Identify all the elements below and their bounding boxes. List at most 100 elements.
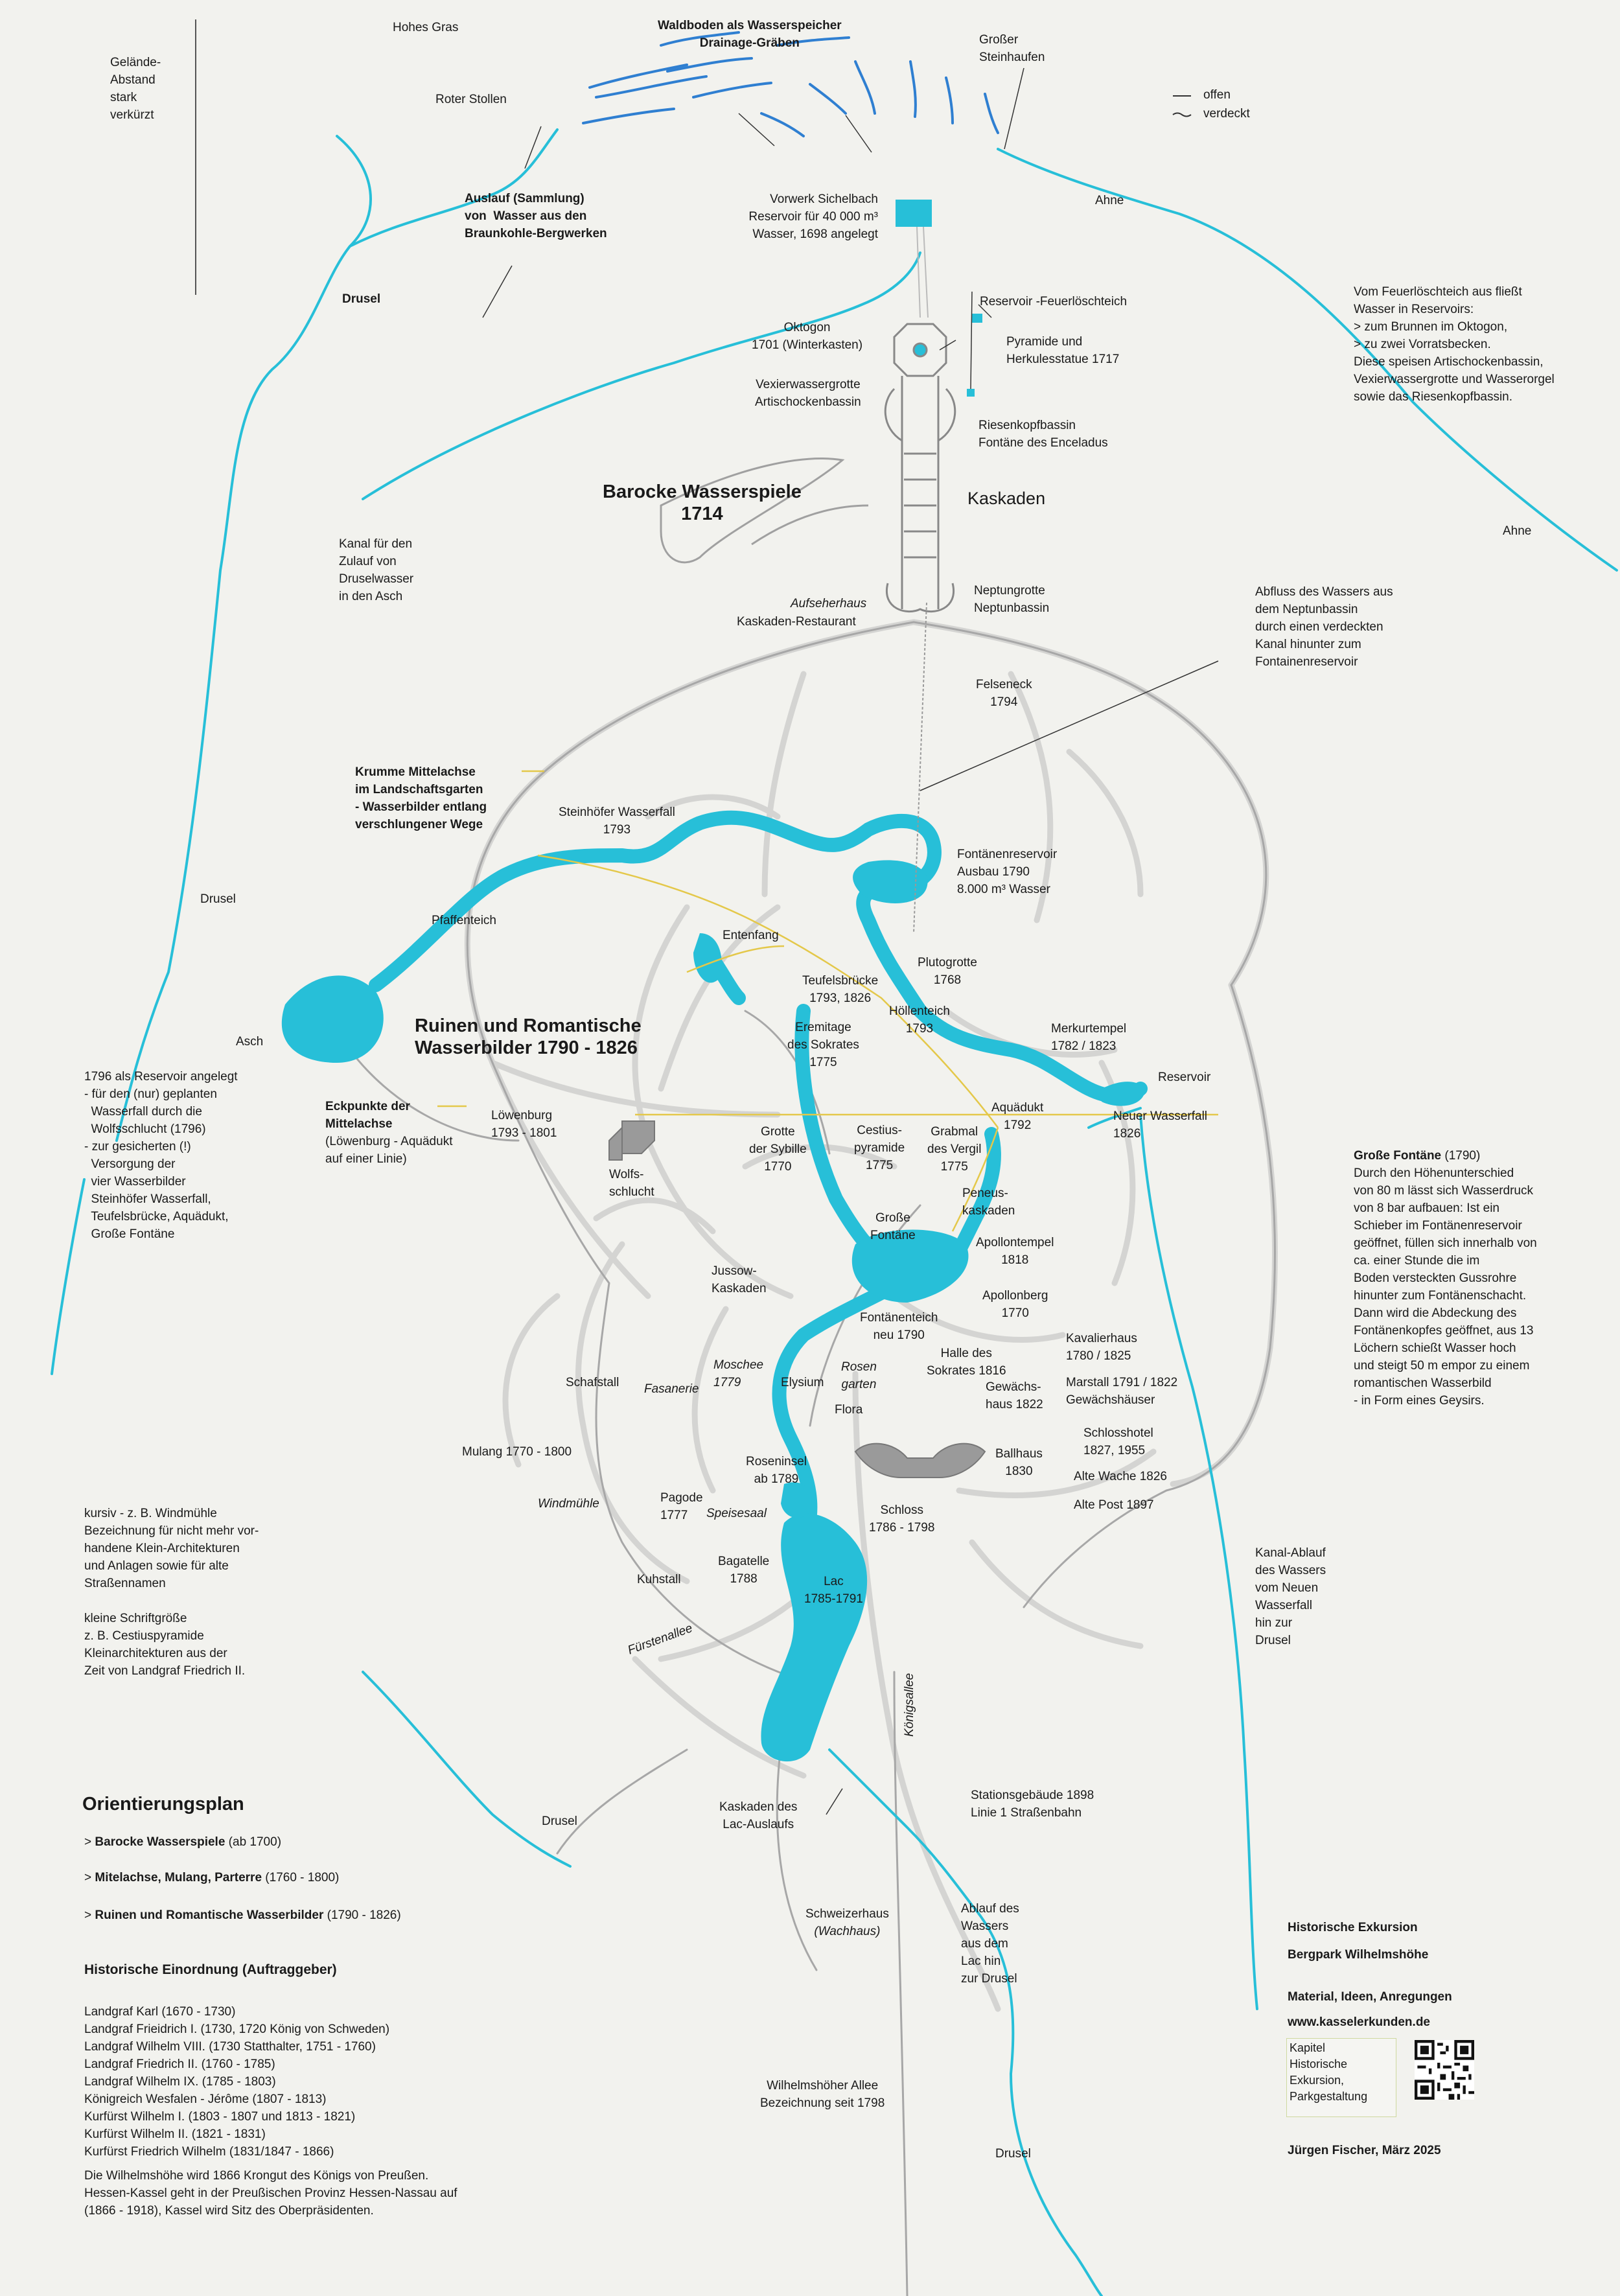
label-drusel-1: Drusel bbox=[342, 292, 381, 306]
legend-offen-label: offen bbox=[1203, 88, 1231, 102]
label-roseninsel: Roseninsel ab 1789 bbox=[746, 1455, 807, 1486]
label-feuerloesch: Reservoir -Feuerlöschteich bbox=[980, 295, 1128, 308]
label-gewaechshaus: Gewächs- haus 1822 bbox=[986, 1380, 1043, 1411]
label-schloss: Schloss 1786 - 1798 bbox=[869, 1503, 935, 1535]
note-feuerloeschteich: Vom Feuerlöschteich aus fließt Wasser in… bbox=[1354, 285, 1555, 404]
label-pyramide: Pyramide und Herkulesstatue 1717 bbox=[1006, 335, 1120, 366]
hist-line: Kurfürst Wilhelm I. (1803 - 1807 und 181… bbox=[84, 2110, 356, 2124]
note-fontaene-title: Große Fontäne bbox=[1354, 1149, 1442, 1163]
riesenkopf-bassin bbox=[967, 389, 975, 397]
legend-hist-title: Historische Einordnung (Auftraggeber) bbox=[84, 1962, 337, 1977]
label-drusel-3: Drusel bbox=[542, 1815, 577, 1828]
legend-item-2-bold: Mitelachse, Mulang, Parterre bbox=[95, 1871, 262, 1884]
label-fasanerie: Fasanerie bbox=[644, 1382, 699, 1396]
legend-item-2-rest: (1760 - 1800) bbox=[262, 1871, 340, 1884]
hist-line: Landgraf Karl (1670 - 1730) bbox=[84, 2005, 236, 2019]
buildings bbox=[608, 1120, 986, 1478]
schloss-shape bbox=[854, 1443, 986, 1478]
drainage-strokes bbox=[582, 31, 999, 137]
path-outline bbox=[349, 621, 1276, 2296]
label-schafstall: Schafstall bbox=[566, 1376, 619, 1389]
label-wilhelmshoeher-allee: Wilhelmshöher Allee Bezeichnung seit 179… bbox=[760, 2079, 885, 2110]
label-grosse-fontaene: Große Fontäne bbox=[870, 1211, 916, 1242]
label-eckpunkte-detail: (Löwenburg - Aquädukt auf einer Linie) bbox=[325, 1135, 453, 1166]
credit-line3: Material, Ideen, Anregungen bbox=[1288, 1990, 1452, 2004]
fontaenenteich bbox=[851, 1229, 969, 1303]
label-kavalierhaus: Kavalierhaus 1780 / 1825 bbox=[1066, 1332, 1137, 1363]
label-apollontempel: Apollontempel 1818 bbox=[976, 1236, 1054, 1267]
label-flora: Flora bbox=[835, 1403, 863, 1417]
entenfang-pond bbox=[693, 933, 722, 983]
label-wachhaus: (Wachhaus) bbox=[814, 1925, 881, 1938]
label-alte-wache: Alte Wache 1826 bbox=[1074, 1470, 1167, 1483]
label-waldboden-line2: Drainage-Gräben bbox=[699, 36, 800, 50]
label-cestius: Cestius- pyramide 1775 bbox=[854, 1124, 905, 1172]
legend-item-3-rest: (1790 - 1826) bbox=[323, 1908, 401, 1922]
label-merkurtempel: Merkurtempel 1782 / 1823 bbox=[1051, 1022, 1127, 1053]
label-roter-stollen: Roter Stollen bbox=[435, 93, 507, 106]
credit-line1: Historische Exkursion bbox=[1288, 1921, 1418, 1934]
legend-footer: Die Wilhelmshöhe wird 1866 Krongut des K… bbox=[84, 2169, 457, 2218]
label-koenigsallee: Königsallee bbox=[903, 1673, 916, 1737]
fontaenenreservoir bbox=[853, 860, 928, 903]
label-halle-sokrates: Halle des Sokrates 1816 bbox=[927, 1347, 1006, 1378]
label-gelaende: Gelände- Abstand stark verkürzt bbox=[110, 56, 161, 122]
label-waldboden: Waldboden als Wasserspeicher Drainage-Gr… bbox=[658, 17, 842, 52]
label-schweizerhaus-name: Schweizerhaus bbox=[805, 1907, 889, 1921]
label-kanal-ablauf: Kanal-Ablauf des Wassers vom Neuen Wasse… bbox=[1255, 1546, 1326, 1647]
note-fontaene-body: Durch den Höhenunterschied von 80 m läss… bbox=[1354, 1166, 1537, 1408]
label-rosengarten: Rosen garten bbox=[841, 1360, 877, 1391]
label-moschee: Moschee 1779 bbox=[713, 1358, 764, 1389]
axis-lines bbox=[437, 770, 1218, 1232]
label-fontaenenteich: Fontänenteich neu 1790 bbox=[860, 1311, 938, 1342]
credit-line2: Bergpark Wilhelmshöhe bbox=[1288, 1948, 1429, 1962]
stream-drusel-left bbox=[51, 1178, 86, 1375]
asch-pond bbox=[281, 975, 384, 1063]
label-wolfsschlucht: Wolfs- schlucht bbox=[609, 1168, 654, 1199]
lac-lake bbox=[761, 1513, 868, 1762]
chapter-box: Kapitel Historische Exkursion, Parkgesta… bbox=[1286, 2038, 1396, 2117]
label-vorwerk: Vorwerk Sichelbach Reservoir für 40 000 … bbox=[748, 192, 878, 241]
label-ahne-2: Ahne bbox=[1503, 524, 1532, 538]
note-fontaene-year: (1790) bbox=[1441, 1149, 1481, 1163]
credit-website-link[interactable]: www.kasselerkunden.de bbox=[1288, 2015, 1430, 2029]
hist-line: Landgraf Wilhelm IX. (1785 - 1803) bbox=[84, 2075, 276, 2089]
label-loewenburg: Löwenburg 1793 - 1801 bbox=[491, 1109, 557, 1140]
legend-title: Orientierungsplan bbox=[82, 1794, 244, 1815]
label-pagode: Pagode 1777 bbox=[660, 1491, 703, 1522]
legend-item-1-rest: (ab 1700) bbox=[225, 1835, 282, 1849]
hist-line: Landgraf Wilhelm VIII. (1730 Statthalter… bbox=[84, 2040, 376, 2054]
note-reservoir-1796: 1796 als Reservoir angelegt - für den (n… bbox=[84, 1070, 238, 1241]
label-elysium: Elysium bbox=[781, 1376, 824, 1389]
label-reservoir-right: Reservoir bbox=[1158, 1071, 1211, 1084]
vorwerk-reservoir bbox=[896, 200, 932, 227]
label-ballhaus: Ballhaus 1830 bbox=[995, 1447, 1043, 1478]
label-schlosshotel: Schlosshotel 1827, 1955 bbox=[1083, 1426, 1153, 1457]
label-grotte-sybille: Grotte der Sybille 1770 bbox=[749, 1125, 807, 1174]
label-vexier: Vexierwassergrotte Artischockenbassin bbox=[755, 378, 861, 409]
credit-author: Jürgen Fischer, März 2025 bbox=[1288, 2144, 1441, 2157]
water-fills bbox=[281, 200, 1144, 1762]
label-mulang: Mulang 1770 - 1800 bbox=[462, 1445, 572, 1459]
label-felseneck: Felseneck 1794 bbox=[976, 678, 1032, 709]
legend-item-3-bold: Ruinen und Romantische Wasserbilder bbox=[95, 1908, 324, 1922]
qr-code-icon[interactable] bbox=[1415, 2040, 1474, 2100]
legend-verdeckt-label: verdeckt bbox=[1203, 107, 1250, 121]
label-hoellenteich: Höllenteich 1793 bbox=[889, 1004, 950, 1036]
label-drusel-4: Drusel bbox=[995, 2147, 1031, 2161]
note-kursiv: kursiv - z. B. Windmühle Bezeichnung für… bbox=[84, 1507, 259, 1678]
krumme-mittelachse bbox=[369, 810, 1148, 1104]
label-neptungrotte: Neptungrotte Neptunbassin bbox=[974, 584, 1050, 615]
label-kaskaden: Kaskaden bbox=[967, 489, 1046, 508]
label-apollonberg: Apollonberg 1770 bbox=[982, 1289, 1048, 1320]
label-entenfang: Entenfang bbox=[723, 929, 779, 942]
hist-line: Kurfürst Friedrich Wilhelm (1831/1847 - … bbox=[84, 2145, 334, 2159]
label-kaskaden-restaurant: Kaskaden-Restaurant bbox=[737, 615, 856, 629]
pointer-lines bbox=[482, 67, 1219, 1815]
feuerloesch-pond bbox=[972, 314, 982, 323]
label-kanal-zulauf: Kanal für den Zulauf von Druselwasser in… bbox=[339, 537, 414, 603]
label-drusel-2: Drusel bbox=[200, 892, 236, 906]
kaskaden-axis bbox=[884, 226, 956, 934]
label-waldboden-line1: Waldboden als Wasserspeicher bbox=[658, 19, 842, 32]
legend-hist-list: Landgraf Karl (1670 - 1730)Landgraf Frie… bbox=[84, 1986, 389, 2178]
